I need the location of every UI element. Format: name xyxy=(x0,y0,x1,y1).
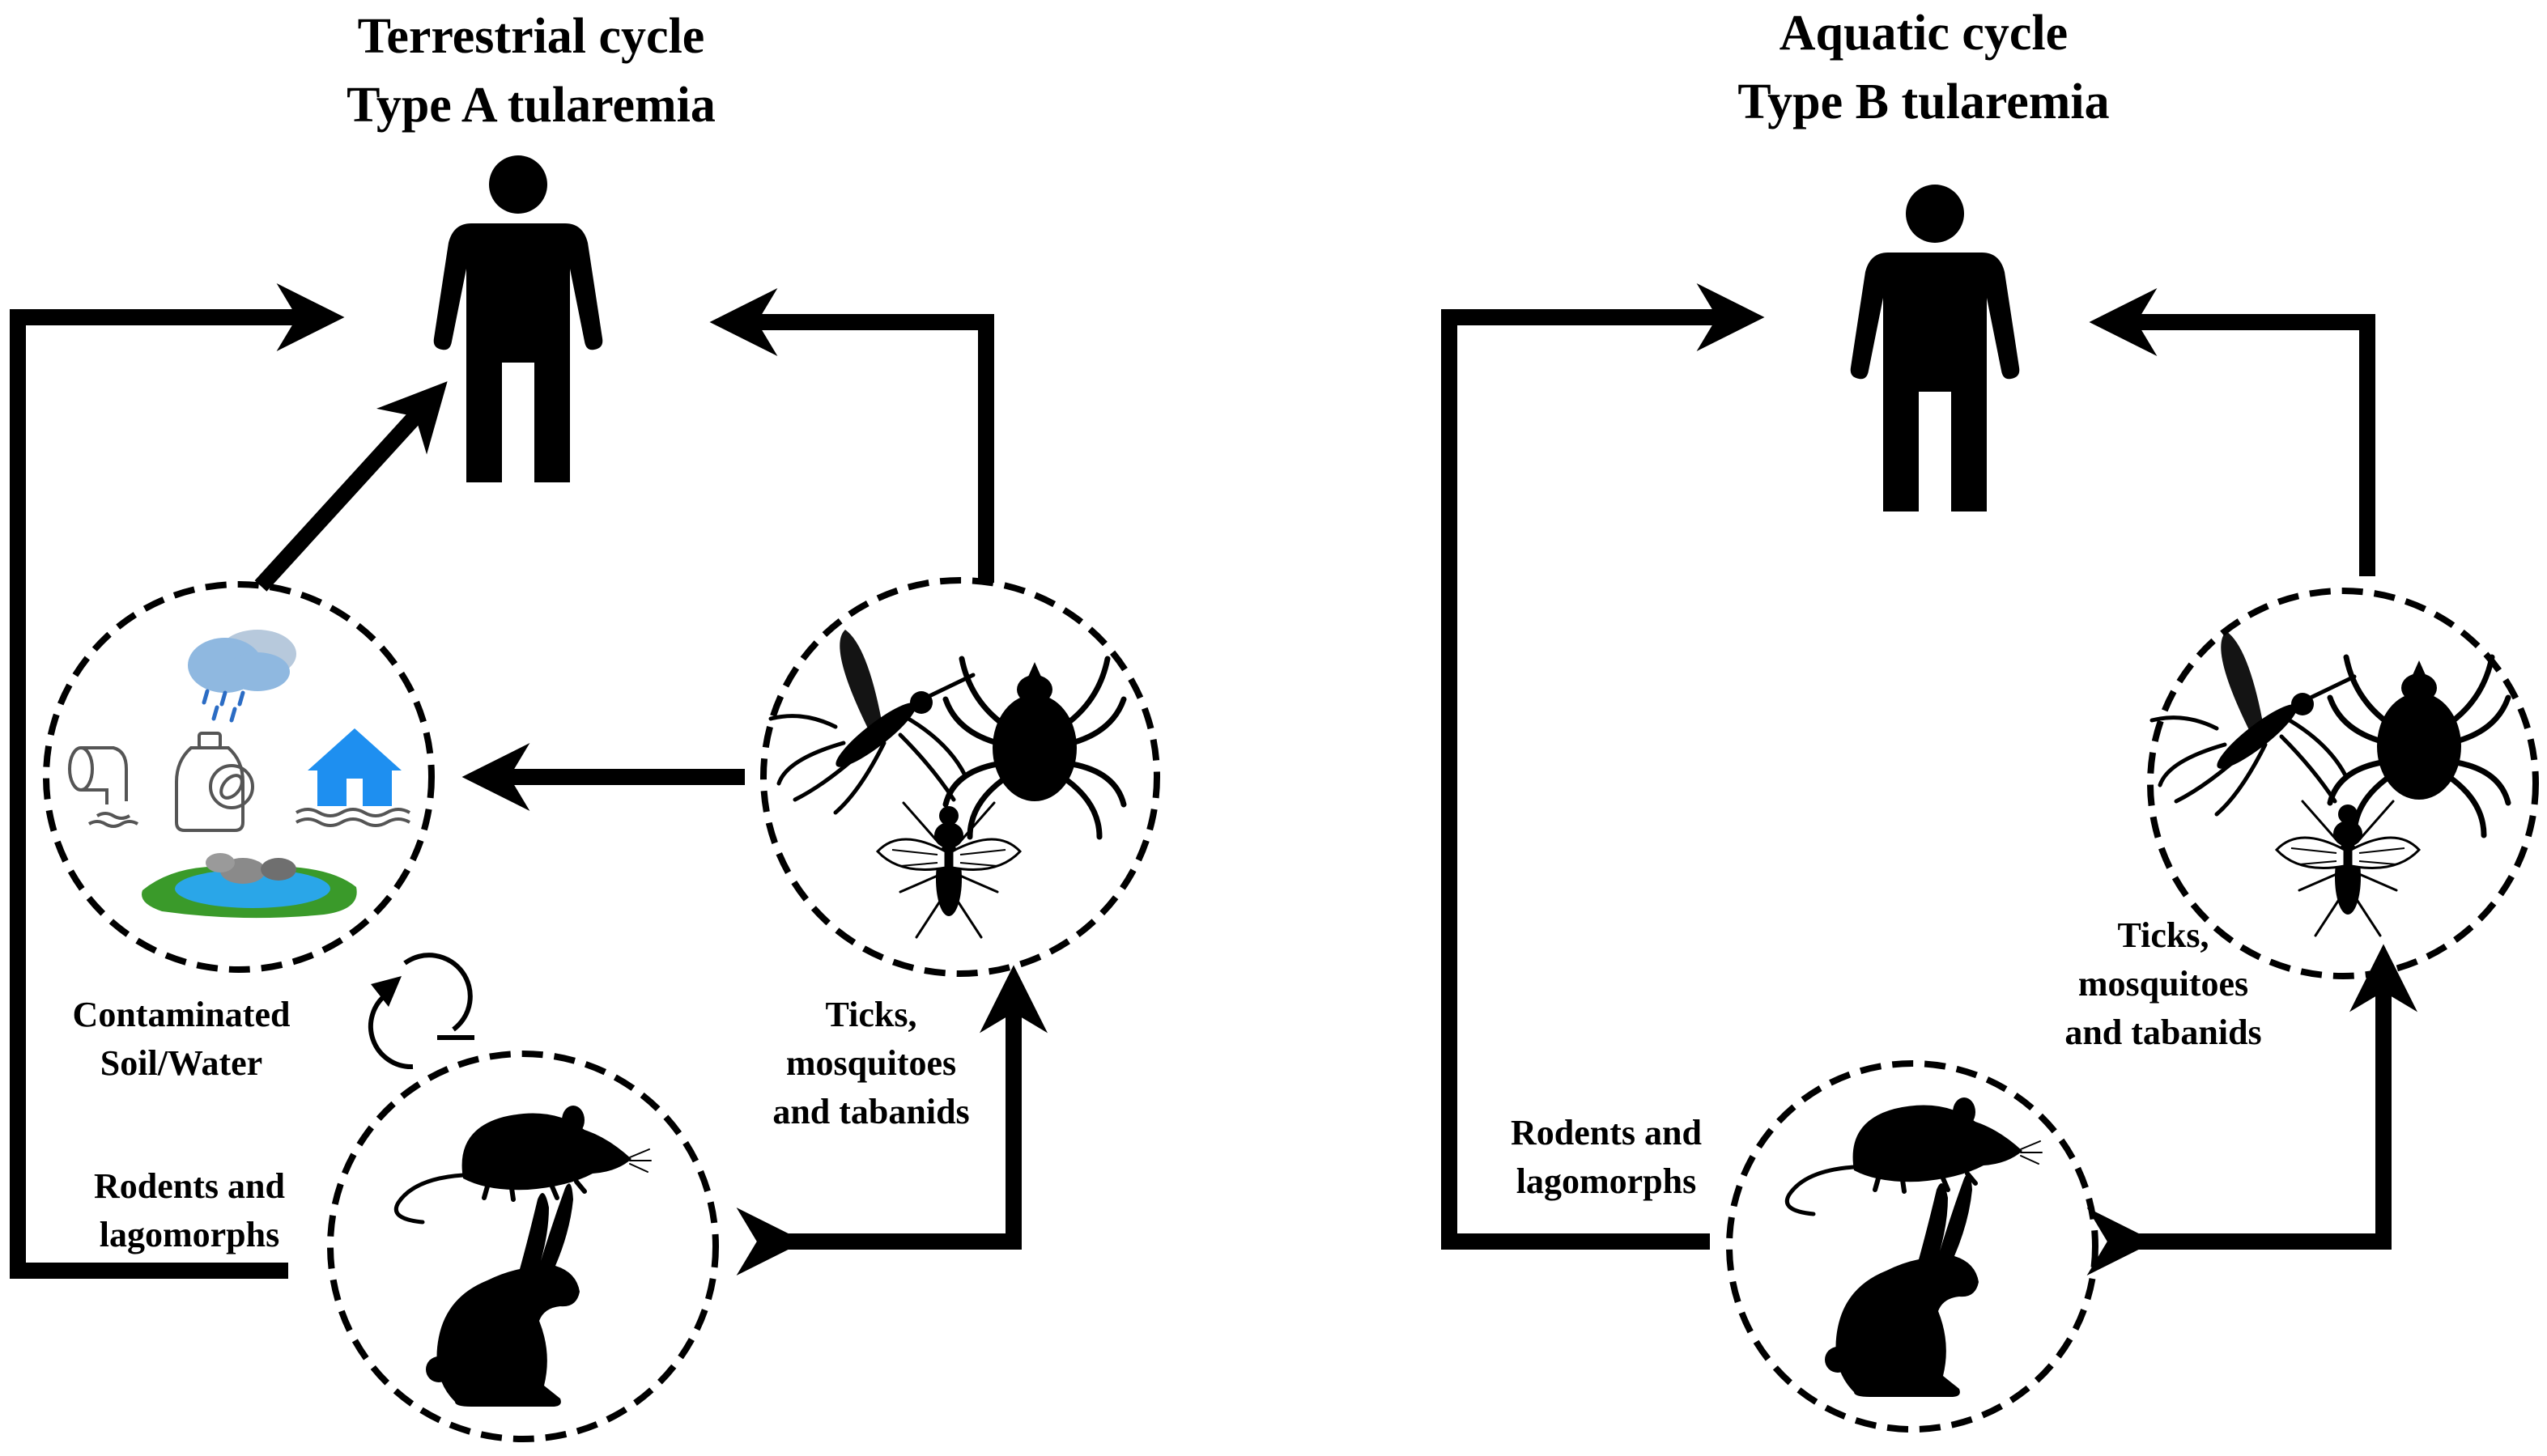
fly-icon xyxy=(2275,800,2421,937)
arrow-environment-to-human xyxy=(254,381,448,592)
arrow-rodents-vectors-bidirectional xyxy=(736,965,1048,1276)
rain-cloud-icon xyxy=(188,630,296,723)
aquatic-title-line2: Type B tularemia xyxy=(1737,74,2109,129)
mouse-icon xyxy=(1787,1097,2042,1214)
tick-icon xyxy=(2330,657,2508,835)
rodents-label-line2: lagomorphs xyxy=(100,1215,279,1254)
rodents-label-line1: Rodents and xyxy=(1511,1113,1702,1152)
vectors-label-line2: mosquitoes xyxy=(2078,964,2248,1004)
vectors-circle xyxy=(2147,588,2539,979)
arrow-reservoir-to-human xyxy=(10,283,345,1279)
terrestrial-title-line1: Terrestrial cycle xyxy=(358,9,705,64)
contaminated-bottle-icon xyxy=(175,732,254,832)
aquatic-title-line1: Aquatic cycle xyxy=(1779,6,2068,61)
vectors-label-line3: and tabanids xyxy=(2064,1012,2261,1052)
arrow-vectors-to-human xyxy=(2089,288,2375,576)
rodents-circle xyxy=(1726,1060,2098,1433)
vectors-circle xyxy=(760,577,1160,977)
vectors-label-line2: mosquitoes xyxy=(786,1043,956,1083)
fly-icon xyxy=(876,801,1022,939)
flooded-house-icon xyxy=(296,728,410,827)
sewage-pipe-icon xyxy=(68,746,139,828)
vectors-label-line1: Ticks, xyxy=(2118,915,2209,955)
environment-circle xyxy=(43,581,435,973)
arrow-vectors-to-human xyxy=(709,288,994,583)
pond-icon xyxy=(142,853,357,919)
rabbit-icon xyxy=(426,1183,580,1407)
vectors-label-line3: and tabanids xyxy=(772,1092,969,1131)
aquatic-cycle: Aquatic cycle Type B tularemia Rodents a… xyxy=(1441,6,2539,1433)
rabbit-icon xyxy=(1825,1174,1979,1397)
terrestrial-title-line2: Type A tularemia xyxy=(347,78,716,133)
arrow-rodents-vectors-bidirectional xyxy=(2086,944,2417,1276)
human-icon xyxy=(1850,185,2020,512)
contaminated-label-line2: Soil/Water xyxy=(100,1043,262,1083)
rodents-circle xyxy=(327,1051,719,1442)
arrow-reservoir-to-human xyxy=(1441,283,1765,1250)
human-icon xyxy=(433,155,603,482)
terrestrial-cycle: Terrestrial cycle Type A tularemia xyxy=(10,9,1160,1442)
exchange-cycle-icon xyxy=(368,953,474,1070)
rodents-label-line2: lagomorphs xyxy=(1516,1161,1696,1201)
rodents-label-line1: Rodents and xyxy=(94,1166,285,1206)
mosquito-icon xyxy=(2152,631,2354,814)
contaminated-label-line1: Contaminated xyxy=(73,995,291,1034)
mouse-icon xyxy=(396,1106,651,1222)
tick-icon xyxy=(946,659,1124,837)
vectors-label-line1: Ticks, xyxy=(826,995,917,1034)
